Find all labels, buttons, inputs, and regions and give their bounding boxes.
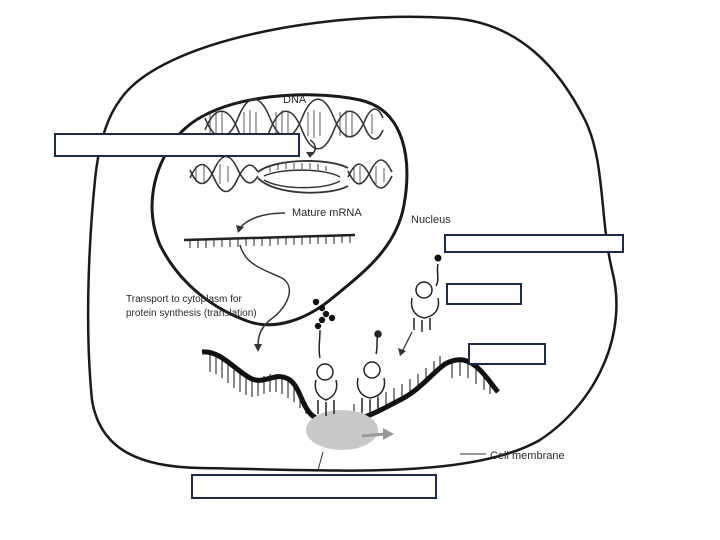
ribosome-pointer (317, 451, 324, 471)
polypeptide-chain (312, 298, 336, 330)
incoming-trna (410, 263, 440, 332)
blank-label-box-trna[interactable] (446, 283, 522, 305)
ribosome-direction-arrow (361, 432, 386, 438)
cell-membrane-label: Cell membrane (490, 450, 565, 462)
blank-label-box-anticodon[interactable] (468, 343, 546, 365)
mature-mrna-label: Mature mRNA (292, 207, 362, 219)
dna-helix (204, 98, 384, 150)
amino-acid (434, 254, 442, 262)
processing-arrow (239, 212, 286, 229)
blank-label-box-transcription[interactable] (54, 133, 300, 157)
transport-label-line2: protein synthesis (translation) (126, 308, 257, 319)
dna-label: DNA (283, 94, 307, 106)
mature-mrna-strand (183, 233, 356, 248)
blank-label-box-ribosome[interactable] (191, 474, 437, 499)
trna-arrival-arrow (401, 331, 413, 353)
cell-membrane-outline (86, 15, 618, 472)
ribosome (306, 410, 378, 450)
nucleus-outline (150, 93, 409, 327)
blank-label-box-amino-acid[interactable] (444, 234, 624, 253)
transport-arrow (239, 244, 290, 349)
transport-label-line1: Transport to cytoplasm for (126, 294, 242, 305)
trna-with-polypeptide (314, 329, 338, 416)
trna-in-ribosome (356, 330, 386, 414)
nucleus-label: Nucleus (411, 214, 451, 226)
